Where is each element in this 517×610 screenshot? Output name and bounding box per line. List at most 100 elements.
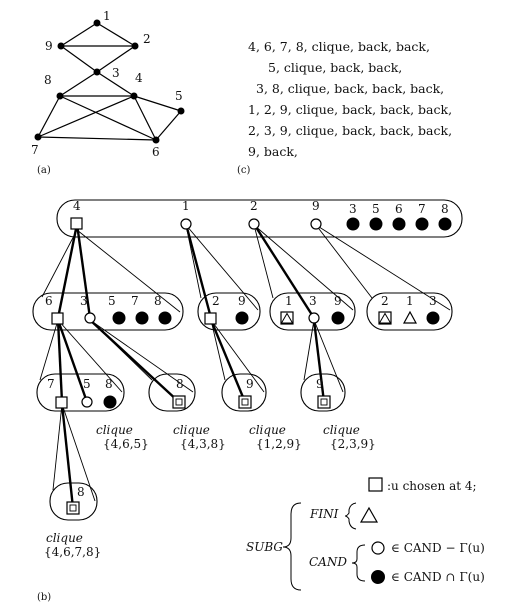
sequence-line: 3, 8, clique, back, back, back, [256,81,444,96]
node-label: 5 [108,294,116,308]
node-label: 9 [238,294,246,308]
tree-edges-thick [56,223,326,509]
node-label: 7 [418,202,426,216]
legend-subg: SUBG [246,540,283,554]
panel-label-b: (b) [37,592,51,603]
level1-a-nodes: 6 3 5 7 8 [45,294,172,325]
vertex-label: 3 [112,66,120,80]
graph-edge [133,95,157,141]
vertex-label: 5 [175,89,183,103]
node-label: 2 [381,294,389,308]
node-label: 9 [316,377,324,391]
graph-vertex [57,42,65,50]
chosen-square [70,217,83,230]
capsule-level3 [49,482,98,521]
vertex-label: 7 [31,143,39,157]
node-label: 9 [312,199,320,213]
node-label: 8 [441,202,449,216]
open-circle [81,396,93,408]
graph-vertex [177,107,185,115]
panel-label-a: (a) [37,165,51,176]
graph-vertex [130,92,138,100]
graph-edge [96,22,136,47]
legend-fini: FINI [309,507,339,521]
graph-edge [60,45,98,73]
node-label: 8 [176,377,184,391]
fini-triangle [402,310,418,324]
clique-square [66,501,80,515]
node-label: 8 [105,377,113,391]
tree-edges-thin [39,224,451,502]
level1-d-nodes: 2 1 3 [378,294,440,325]
node-label: 3 [80,294,88,308]
filled-circle [369,217,383,231]
legend-cand: CAND [309,555,347,569]
chosen-square [55,396,68,409]
node-label: 1 [182,199,190,213]
graph-vertex [93,68,101,76]
clique-set: {4,6,7,8} [44,545,101,559]
graph-vertex [56,92,64,100]
clique-word: clique [173,423,210,437]
legend: :u chosen at 4; SUBG FINI CAND ∈ CAND − … [246,477,485,591]
node-label: 3 [349,202,357,216]
node-label: 2 [250,199,258,213]
vertex-label: 9 [45,39,53,53]
graph-vertex [131,42,139,50]
filled-circle [158,311,172,325]
capsule-level1-b [197,292,261,331]
graph-edge [59,95,157,141]
node-label: 8 [154,294,162,308]
open-circle [248,218,260,230]
level1-c-nodes: 1 3 9 [280,294,345,325]
filled-circle [135,311,149,325]
vertex-label: 1 [103,9,111,23]
graph-edge [96,45,136,73]
filled-circle [235,311,249,325]
filled-circle [112,311,126,325]
level2-b-nodes: 8 [172,377,186,409]
clique-word: clique [46,531,83,545]
vertex-label: 4 [135,71,143,85]
level2-c-nodes: 9 [238,377,254,409]
node-label: 6 [395,202,403,216]
vertex-label: 2 [143,32,151,46]
node-label: 7 [131,294,139,308]
filled-circle [103,395,117,409]
vertex-label: 6 [152,145,160,159]
graph-edge [37,95,61,138]
graph-vertex [34,133,42,141]
legend-chosen-text: :u chosen at 4; [387,479,477,493]
node-label: 7 [47,377,55,391]
node-label: 5 [83,377,91,391]
sequence-line: 2, 3, 9, clique, back, back, back, [248,123,452,138]
filled-circle [415,217,429,231]
graph-edge [59,71,98,97]
sequence-panel: 4, 6, 7, 8, clique, back, back, 5, cliqu… [248,39,452,159]
legend-square-icon [368,477,383,492]
graph-edge [60,22,98,47]
brace-cand [351,544,366,582]
fini-triangle-in-square [280,311,294,325]
node-label: 2 [212,294,220,308]
filled-circle [426,311,440,325]
capsule-level2-d [300,373,346,412]
capsule-level2-c [221,373,267,412]
node-label: 3 [309,294,317,308]
capsule-level1-d [366,292,453,331]
clique-annotations: clique {4,6,5} clique {4,3,8} clique {1,… [44,423,376,559]
clique-set: {4,3,8} [180,437,226,451]
graph-edge [133,95,182,112]
graph-edge [37,136,157,141]
open-circle [308,312,320,324]
level2-d-nodes: 9 [316,377,331,409]
node-label: 3 [429,294,437,308]
brace-fini [344,502,357,530]
root-capsule [56,199,463,238]
vertex-label: 8 [44,73,52,87]
graph-vertices [34,19,185,144]
legend-cand-minus: ∈ CAND − Γ(u) [391,541,485,555]
clique-square [317,395,331,409]
filled-circle [346,217,360,231]
